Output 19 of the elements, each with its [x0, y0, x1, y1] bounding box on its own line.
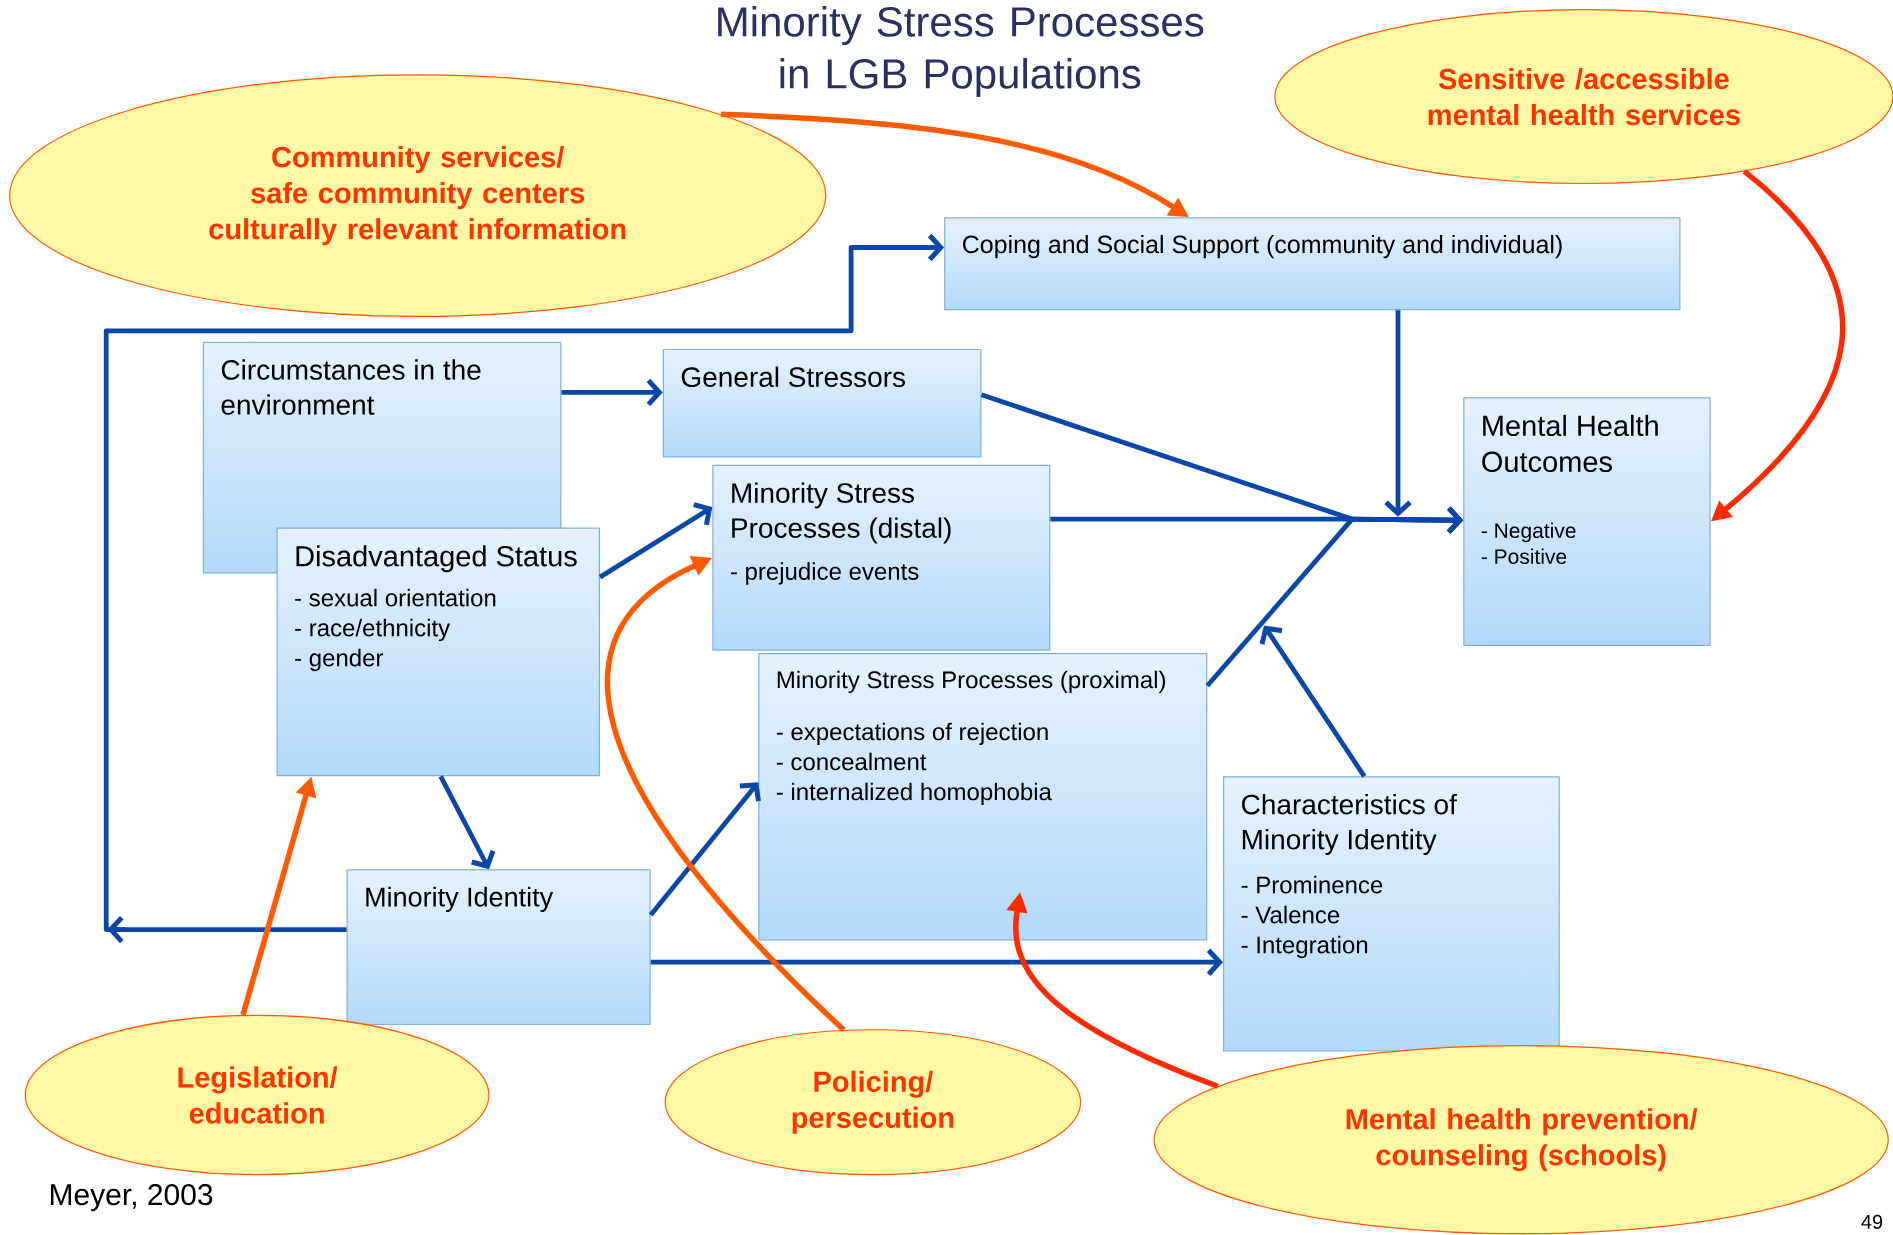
arrow [648, 782, 761, 917]
process-box: Minority Stress Processes (distal) - prejudice events [712, 464, 1051, 651]
process-box: General Stressors [662, 348, 982, 458]
arrow [1205, 506, 1464, 688]
process-box: Mental Health Outcomes - Negative - Positive [1463, 397, 1711, 646]
arrow [1259, 625, 1367, 778]
process-box: Minority Identity [346, 869, 651, 1025]
arrow [650, 948, 1223, 976]
arrow [103, 233, 945, 944]
arrow [598, 502, 713, 580]
arrow [1384, 310, 1412, 517]
process-box: Characteristics of Minority Identity - Prominence - Valence - Integration [1223, 776, 1560, 1052]
arrow [438, 775, 496, 870]
arrow [561, 378, 663, 407]
arrow [605, 556, 846, 1032]
process-box: Minority Stress Processes (proximal) - expectations of rejection - concealment - internalized homophobia [758, 653, 1208, 941]
process-box: Disadvantaged Status - sexual orientation - race/ethnicity - gender [276, 527, 600, 777]
page-number: 49 [1861, 1214, 1883, 1229]
process-box: Coping and Social Support (community and individual) [944, 217, 1681, 311]
